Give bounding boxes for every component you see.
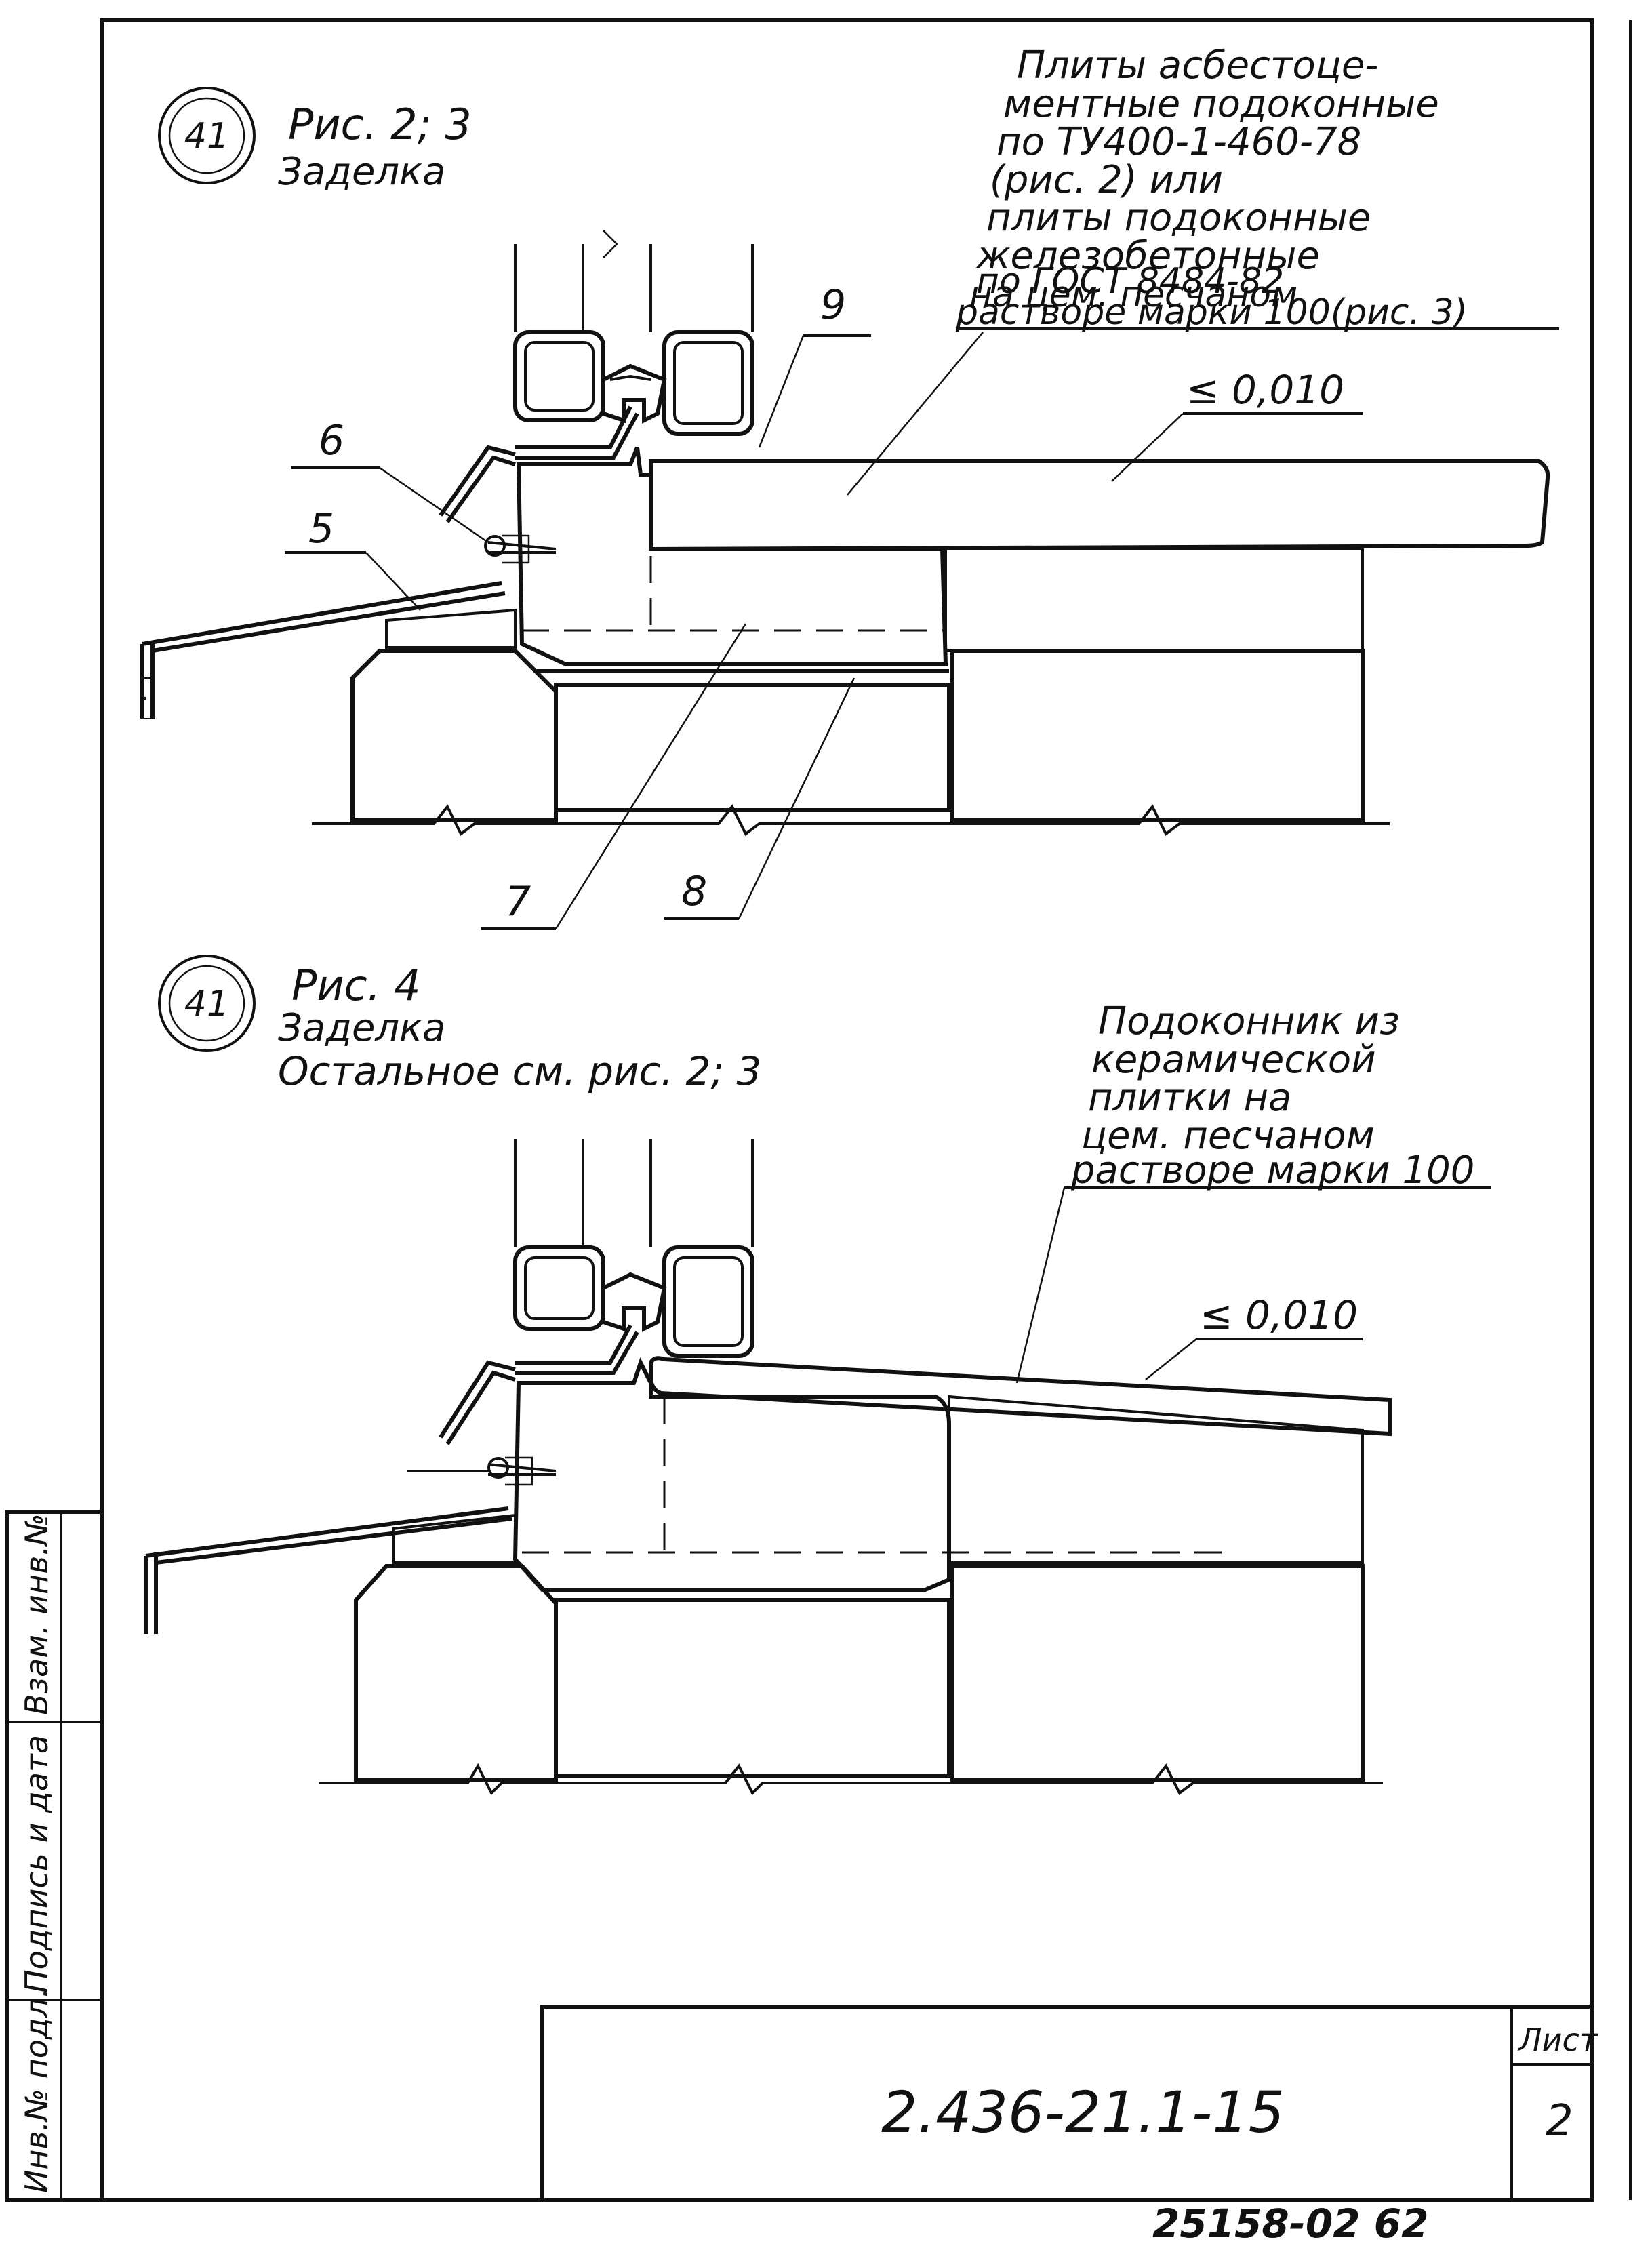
document-code: 2.436-21.1-15	[881, 2079, 1285, 2146]
insulation-top	[513, 446, 951, 812]
figure-reference: Остальное см. рис. 2; 3	[278, 1048, 761, 1094]
svg-text:на цем. песчаном: на цем. песчаном	[969, 275, 1297, 315]
svg-text:плиты подоконные: плиты подоконные	[986, 196, 1371, 240]
side-stamp: Инв.№ подл. Подпись и дата Взам. инв.№	[5, 1510, 104, 2202]
callout-6: 6	[291, 417, 489, 544]
insulation-bottom	[512, 1357, 1234, 1778]
svg-text:растворе марки 100(рис. 3): растворе марки 100(рис. 3)	[955, 292, 1468, 333]
svg-text:по ГОСТ 8484-82: по ГОСТ 8484-82	[976, 261, 1284, 302]
window-frame-bottom	[513, 1139, 754, 1358]
detail-marker-top: 41	[158, 87, 256, 184]
material-note-top: Плиты асбестоце- ментные подоконные по Т…	[847, 43, 1559, 496]
break-line-top	[312, 804, 1390, 837]
figure-title: Рис. 4	[291, 961, 421, 1010]
svg-text:ментные подоконные: ментные подоконные	[1003, 82, 1439, 126]
stamp-cell-inventory: Инв.№ подл.	[18, 1988, 55, 2193]
window-frame-top	[513, 230, 754, 436]
stamp-cell-signature: Подпись и дата	[18, 1735, 55, 1993]
anchor-fastener-bottom	[407, 1456, 557, 1486]
sheet-number: 2	[1546, 2096, 1573, 2146]
svg-text:по ТУ400-1-460-78: по ТУ400-1-460-78	[996, 120, 1361, 164]
stamp-cell-replace: Взам. инв.№	[18, 1513, 55, 1715]
material-note-bottom: Подоконник из керамической плитки на цем…	[1015, 999, 1491, 1384]
sill-plate-top	[649, 459, 1550, 552]
callout-8: 8	[664, 677, 855, 920]
svg-text:керамической: керамической	[1091, 1038, 1376, 1082]
sheet-frame	[100, 18, 1632, 2202]
callout-7: 7	[481, 623, 747, 930]
slope-label-bottom: ≤ 0,010	[1145, 1292, 1363, 1380]
svg-text:(рис. 2) или: (рис. 2) или	[990, 158, 1223, 202]
slope-value: ≤ 0,010	[1200, 1292, 1358, 1338]
svg-text:9: 9	[820, 281, 846, 329]
mortar-layer-bottom	[392, 1395, 1364, 1564]
figure-subtitle: Заделка	[278, 150, 445, 194]
slope-label-top: ≤ 0,010	[1111, 367, 1363, 482]
title-block: 2.436-21.1-15 Лист 2	[540, 2005, 1598, 2202]
svg-text:цем. песчаном: цем. песчаном	[1081, 1114, 1375, 1158]
mortar-layer-top	[385, 548, 1364, 652]
break-line-bottom	[319, 1763, 1383, 1796]
svg-text:Плиты асбестоце-: Плиты асбестоце-	[1017, 43, 1378, 87]
metal-flashing-top	[140, 405, 639, 719]
svg-text:растворе марки 100: растворе марки 100	[1070, 1148, 1474, 1192]
figure-title: Рис. 2; 3	[288, 100, 472, 149]
svg-text:Подоконник из: Подоконник из	[1098, 999, 1400, 1043]
slope-value: ≤ 0,010	[1186, 367, 1344, 413]
marker-number: 41	[184, 984, 229, 1024]
footer-code: 25158-02 62	[1152, 2201, 1428, 2246]
marker-number: 41	[184, 116, 229, 157]
ceramic-tile-sill	[649, 1356, 1392, 1437]
detail-bottom: 41 Рис. 4 Заделка Остальное см. рис. 2; …	[144, 955, 1491, 1796]
metal-flashing-bottom	[144, 1324, 639, 1634]
callout-5: 5	[285, 505, 421, 611]
svg-text:8: 8	[681, 868, 707, 915]
svg-text:7: 7	[505, 878, 531, 925]
anchor-fastener-top	[484, 534, 557, 564]
detail-marker-bottom: 41	[158, 955, 256, 1052]
svg-text:6: 6	[319, 417, 344, 464]
detail-top: 41 Рис. 2; 3 Заделка Плиты асбестоце- ме…	[140, 43, 1559, 930]
svg-text:железобетонные: железобетонные	[975, 234, 1320, 278]
callout-9: 9	[758, 281, 871, 448]
svg-text:плитки на: плитки на	[1088, 1076, 1291, 1120]
wall-blocks-bottom	[354, 1564, 1365, 1782]
wall-blocks-top	[350, 649, 1365, 822]
svg-text:5: 5	[308, 505, 334, 553]
figure-subtitle: Заделка	[278, 1006, 445, 1050]
sheet-label: Лист	[1517, 2022, 1598, 2058]
